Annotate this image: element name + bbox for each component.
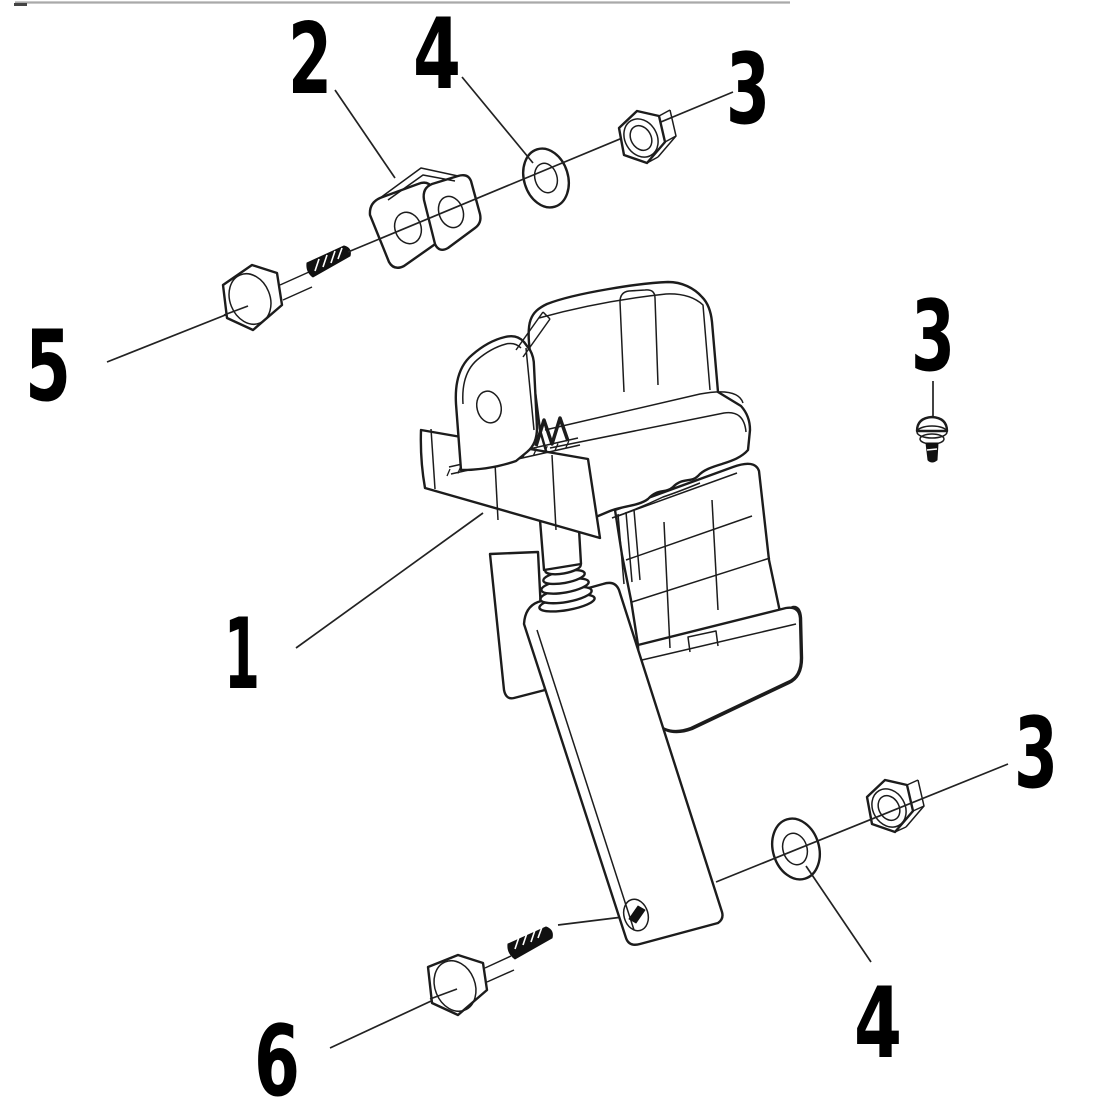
axis-line-lower-continuation — [715, 763, 1009, 883]
callout-label-3-nut-upper: 3 — [726, 33, 770, 147]
leader-line-4-upper — [461, 76, 534, 164]
leader-line-1 — [295, 512, 484, 649]
clevis-bracket — [454, 334, 539, 472]
leader-lines — [295, 76, 934, 963]
leader-line-2 — [334, 89, 396, 179]
callout-label-3-nut-lower: 3 — [1014, 697, 1058, 811]
part-button-head-screw — [915, 415, 949, 463]
part-flat-washer-upper — [522, 147, 570, 209]
right-leg-strips — [617, 509, 641, 585]
callout-label-3-button-screw: 3 — [911, 280, 955, 394]
main-tube — [522, 581, 724, 946]
callout-label-5-bolt-upper: 5 — [25, 310, 71, 424]
axis-line-upper-continuation — [347, 91, 734, 253]
left-leg-plate — [488, 550, 547, 700]
clevis-struts — [515, 311, 551, 358]
callout-label-1-main-assembly: 1 — [224, 598, 260, 712]
pin-detail — [628, 905, 646, 924]
callout-label-4-washer-upper: 4 — [413, 0, 461, 112]
scan-artifact-top-edge — [14, 1, 790, 6]
callout-label-4-washer-lower: 4 — [854, 967, 902, 1081]
part-hex-bolt-lower — [426, 926, 553, 1017]
part-clamp-bracket — [368, 167, 482, 269]
motor-body — [613, 462, 804, 734]
ratchet-pawl-detail — [534, 416, 570, 447]
callout-labels: 1 2 4 3 5 3 3 4 6 — [25, 0, 1058, 1100]
callout-label-6-bolt-lower: 6 — [254, 1005, 300, 1100]
leader-line-4-lower — [805, 865, 872, 963]
callout-label-2-clamp-bracket: 2 — [288, 3, 332, 117]
part-main-assembly — [419, 280, 804, 946]
part-hex-bolt-upper — [221, 245, 351, 332]
part-hex-nut-upper — [617, 109, 677, 165]
part-hex-nut-lower — [865, 778, 925, 834]
